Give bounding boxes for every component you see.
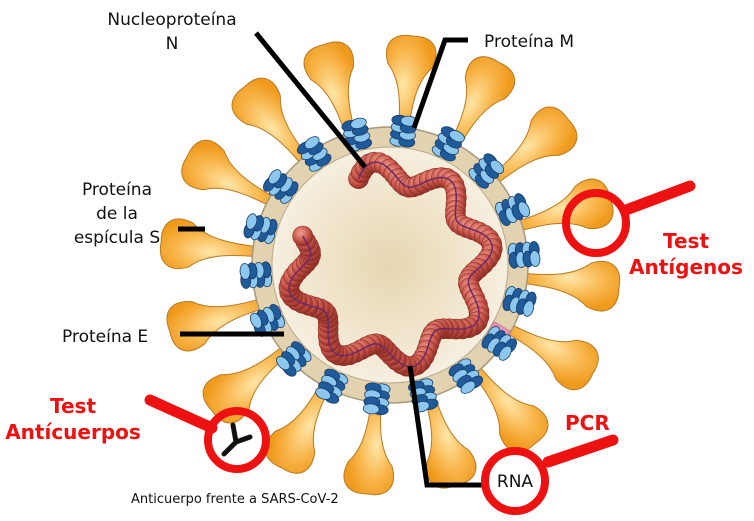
membrane-protein [507, 241, 541, 269]
rna-pointer [407, 365, 482, 488]
spike [386, 34, 437, 137]
membrane-protein [276, 341, 312, 377]
antibody-caption: Anticuerpo frente a SARS-CoV-2 [131, 492, 339, 507]
spike-protein-label: Proteína de la espícula S [62, 178, 172, 250]
membrane-protein [481, 326, 517, 361]
membrane-protein [263, 169, 299, 204]
membrane-protein [389, 114, 418, 148]
antibody-icon [221, 422, 253, 457]
antigen-test-line2: Antígenos [629, 255, 743, 279]
spike [518, 261, 621, 312]
membrane-protein [502, 285, 537, 317]
antibody-test-label: Test Antícuerpos [2, 393, 144, 445]
membrane-protein [341, 117, 372, 152]
membrane-protein [249, 303, 285, 337]
spike [202, 342, 294, 424]
membrane-protein [239, 261, 273, 289]
protein-m-label: Proteína M [484, 32, 575, 52]
spike [231, 77, 313, 169]
nucleoprotein-label-line1: Nucleoproteína [107, 10, 237, 30]
spike [264, 376, 334, 474]
membrane-protein [315, 368, 349, 404]
spike [446, 56, 516, 154]
pcr-test-label: PCR [565, 411, 610, 435]
antibody-magnifier-icon [144, 394, 270, 473]
spike [181, 139, 279, 209]
membrane-protein [495, 193, 531, 227]
nucleoprotein-pointer [254, 31, 367, 169]
membrane-protein [468, 153, 504, 189]
antigen-test-label: Test Antígenos [626, 228, 746, 280]
spike [343, 393, 394, 496]
membrane-protein [243, 213, 278, 245]
protein-e-label: Proteína E [62, 327, 149, 347]
spike [501, 321, 599, 391]
membrane-protein [431, 126, 465, 162]
rna-label: RNA [496, 472, 534, 492]
nucleoprotein-label: Nucleoproteína N [92, 8, 252, 56]
spike-label-line2: de la [96, 204, 138, 224]
spike [303, 41, 358, 143]
spike-label-line3: espícula S [73, 228, 161, 248]
spike [486, 106, 578, 188]
spike [467, 361, 549, 453]
antibody-test-line1: Test [49, 394, 96, 418]
spike-proteins [159, 34, 621, 496]
antigen-magnifier-icon [562, 180, 696, 257]
pcr-magnifier-icon [481, 434, 619, 515]
membrane-proteins [239, 114, 541, 416]
antigen-test-line1: Test [662, 229, 709, 253]
spike [166, 297, 268, 352]
antibody-test-line2: Antícuerpos [5, 420, 141, 444]
rna-strand [288, 161, 494, 368]
protein-m-pointer [411, 37, 468, 129]
membrane-protein [362, 382, 391, 416]
nucleoprotein-label-line2: N [165, 34, 179, 54]
membrane-protein [296, 136, 332, 172]
spike-label-line1: Proteína [81, 180, 152, 200]
nucleocapsid-rna [278, 151, 503, 377]
membrane-protein [448, 358, 484, 394]
